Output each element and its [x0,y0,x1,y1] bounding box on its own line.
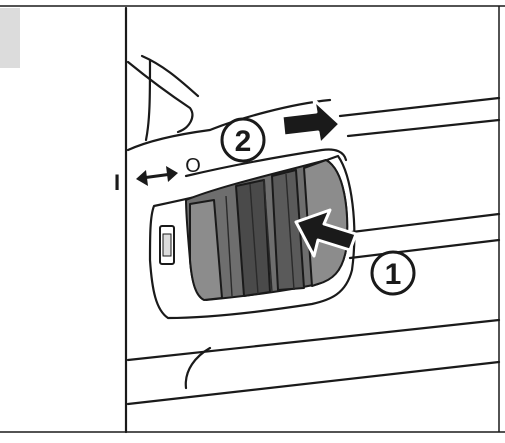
lock-button [159,225,175,265]
switch-symbol-right: O [185,155,201,177]
slider-grip-lines [225,173,295,297]
callout-circle [220,117,266,163]
callout-1-label: 1 [385,258,402,291]
callout-1: 1 [370,250,416,296]
callout-circle [370,250,416,296]
arrow-head-right [166,166,178,182]
push-arrow [294,208,358,258]
slide-arrow [280,98,342,146]
battery-release-slider [185,159,349,301]
switch-symbol-left: I [114,170,120,195]
callout-2-label: 2 [235,125,252,158]
double-arrow-icon [141,172,173,180]
callout-2: 2 [220,117,266,163]
device-body [124,6,501,434]
side-tab [0,8,20,68]
switch-marks: I O [114,155,201,195]
arrow-head-left [136,170,148,186]
